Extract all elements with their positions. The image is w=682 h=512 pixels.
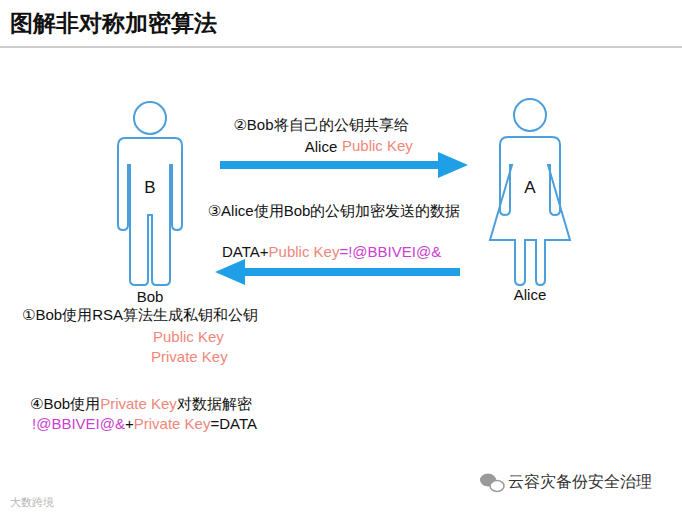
- formula-part: DATA+: [222, 242, 269, 262]
- figure-letter: B: [112, 178, 188, 198]
- person-name: Alice: [488, 285, 572, 305]
- watermark: 大数跨境: [10, 492, 54, 512]
- person-node: B Bob: [112, 98, 188, 308]
- note-text: Public Key: [153, 327, 224, 347]
- note-text: Private Key: [151, 347, 228, 367]
- arrow-connector: [215, 259, 460, 285]
- arrow-connector: [220, 152, 468, 178]
- note-text: Public Key: [342, 136, 413, 156]
- formula-part: Private Key: [100, 394, 177, 414]
- formula-part: =!@BBIVEI@&: [339, 242, 441, 262]
- edge-label: ③Alice使用Bob的公钥加密发送的数据: [203, 200, 465, 222]
- title-rule: [0, 47, 682, 48]
- watermark: 云容灾备份安全治理: [508, 472, 652, 492]
- formula-row: DATA+Public Key=!@BBIVEI@&: [222, 242, 441, 262]
- page-title: 图解非对称加密算法: [10, 8, 217, 39]
- formula-part: Private Key: [134, 414, 211, 434]
- formula-part: !@BBIVEI@&: [32, 414, 125, 434]
- formula-part: +: [125, 414, 134, 434]
- person-name: Bob: [112, 287, 188, 307]
- person-node: A Alice: [488, 95, 572, 309]
- formula-row: ④Bob使用Private Key对数据解密: [30, 394, 252, 414]
- note-text: ①Bob使用RSA算法生成私钥和公钥: [22, 305, 258, 325]
- formula-part: =DATA: [210, 414, 257, 434]
- formula-part: Public Key: [269, 242, 340, 262]
- figure-letter: A: [488, 178, 572, 198]
- formula-part: 对数据解密: [177, 394, 252, 414]
- wechat-icon: [480, 474, 504, 492]
- edge-label: ②Bob将自己的公钥共享给 Alice: [216, 114, 426, 158]
- formula-row: !@BBIVEI@&+Private Key=DATA: [32, 414, 257, 434]
- formula-part: ④Bob使用: [30, 394, 100, 414]
